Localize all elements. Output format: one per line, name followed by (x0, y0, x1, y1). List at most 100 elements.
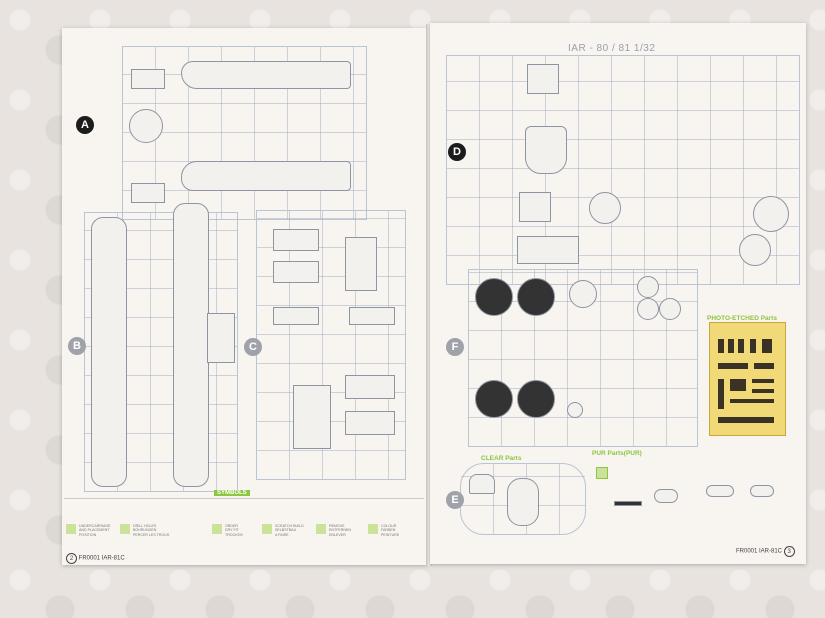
disc-part (589, 192, 621, 224)
page-footer-left: 2 FR0001 IAR-81C (66, 553, 125, 564)
engine-cylinder-part (517, 278, 555, 316)
flap-part (273, 229, 319, 251)
aileron-part (345, 411, 395, 435)
floor-part (517, 236, 579, 264)
symbol-line: BOHRUNGEN (133, 528, 157, 533)
wing-left (91, 217, 127, 487)
fuselage-half-top (181, 61, 351, 89)
symbol-line: SCRATCH BUILD (275, 524, 304, 528)
plane-assembly-icon (66, 524, 76, 534)
symbol-text: DRILL HOLES BOHRUNGEN PERCER LES TROUS (133, 524, 169, 537)
sprue-marker-b: B (68, 337, 86, 355)
page-number: 3 (783, 546, 795, 557)
tailplane (207, 313, 235, 363)
wheel-part (637, 298, 659, 320)
pur-part (614, 501, 642, 506)
symbol-line: TROCKEN (225, 532, 243, 537)
sprue-marker-c: C (244, 338, 262, 356)
gear-part (569, 280, 597, 308)
symbol-text: ORDER DRY FIT TROCKEN (225, 524, 243, 537)
ring-part (567, 402, 583, 418)
symbol-line: FARBEN (381, 528, 396, 533)
symbol-line: AND PLACEMENT (79, 528, 110, 533)
sprue-a-frame (122, 46, 367, 220)
bulkhead-part (525, 126, 567, 174)
kit-title: IAR - 80 / 81 1/32 (568, 43, 656, 54)
canopy-part (507, 478, 539, 526)
sprue-d-frame (446, 55, 800, 285)
symbol-line: SELBSTBAU (275, 528, 297, 533)
wheel-part (129, 109, 163, 143)
symbol-line: ORDER (225, 524, 238, 528)
sprue-marker-f: F (446, 338, 464, 356)
drill-hole-icon (120, 524, 130, 534)
sprue-marker-a: A (76, 116, 94, 134)
sprue-marker-e: E (446, 491, 464, 509)
remove-icon (316, 524, 326, 534)
instruction-page-right: IAR - 80 / 81 1/32 D F PHOTO-ETCHED Part… (430, 23, 806, 564)
symbol-item: UNDERCARRIAGE AND PLACEMENT POSITION (66, 524, 111, 537)
rudder-part (345, 237, 377, 291)
photo-etched-label: PHOTO-ETCHED Parts (707, 315, 777, 322)
symbol-line: UNDERCARRIAGE (79, 524, 111, 528)
legend-divider (64, 498, 424, 499)
symbols-header: SYMBOLS (214, 490, 250, 496)
pur-part (706, 485, 734, 497)
symbol-line: PEINTURE (381, 532, 400, 537)
photo-etched-fret (709, 322, 786, 436)
booklet-spine (426, 24, 432, 566)
pur-part (596, 467, 608, 479)
pur-part (654, 489, 678, 503)
engine-cylinder-part (517, 380, 555, 418)
symbol-line: REMOVE (329, 524, 345, 528)
page-footer-right: FR0001 IAR-81C 3 (736, 546, 795, 557)
symbol-item: REMOVE ENTFERNEN ENLEVER (316, 524, 351, 537)
disc-part (739, 234, 771, 266)
symbol-text: REMOVE ENTFERNEN ENLEVER (329, 524, 351, 537)
disc-part (753, 196, 789, 232)
symbol-item: DRILL HOLES BOHRUNGEN PERCER LES TROUS (120, 524, 169, 537)
sprue-e-frame (460, 463, 586, 535)
symbol-line: ENLEVER (329, 532, 346, 537)
page-number: 2 (66, 553, 77, 564)
instruction-page-left: A B C SYMBOLS UNDERCARRIAGE AND PLACEMEN… (62, 28, 428, 565)
sprue-marker-d: D (448, 143, 466, 161)
clear-parts-label: CLEAR Parts (481, 455, 522, 462)
symbol-item: SCRATCH BUILD SELBSTBAU A FAIRE (262, 524, 304, 537)
small-part (131, 69, 165, 89)
symbol-text: SCRATCH BUILD SELBSTBAU A FAIRE (275, 524, 304, 537)
sprue-c-frame (256, 210, 406, 480)
wheel-part (659, 298, 681, 320)
pur-part (750, 485, 774, 497)
flap-part (273, 307, 319, 325)
symbol-line: DRILL HOLES (133, 524, 157, 528)
symbol-item: ORDER DRY FIT TROCKEN (212, 524, 243, 537)
flap-part (349, 307, 395, 325)
sprue-f-frame (468, 269, 698, 447)
symbol-line: POSITION (79, 532, 97, 537)
sprue-b-frame (84, 203, 238, 492)
small-part (131, 183, 165, 203)
pur-parts-label: PUR Parts(PUR) (592, 450, 642, 457)
symbol-item: COLOUR FARBEN PEINTURE (368, 524, 399, 537)
flap-part (273, 261, 319, 283)
fuselage-half-bottom (181, 161, 351, 191)
wheel-part (637, 276, 659, 298)
paint-icon (368, 524, 378, 534)
symbol-line: DRY FIT (225, 528, 239, 533)
footer-code: FR0001 IAR-81C (78, 555, 125, 562)
scratch-build-icon (262, 524, 272, 534)
windscreen-part (469, 474, 495, 494)
symbol-line: A FAIRE (275, 532, 289, 537)
symbol-text: UNDERCARRIAGE AND PLACEMENT POSITION (79, 524, 111, 537)
wing-right (173, 203, 209, 487)
symbol-text: COLOUR FARBEN PEINTURE (381, 524, 399, 537)
engine-cylinder-part (475, 278, 513, 316)
seat-part (527, 64, 559, 94)
symbol-line: COLOUR (381, 524, 397, 528)
engine-cylinder-part (475, 380, 513, 418)
aileron-part (345, 375, 395, 399)
instrument-panel-part (519, 192, 551, 222)
symbol-line: PERCER LES TROUS (133, 532, 170, 537)
footer-code: FR0001 IAR-81C (736, 548, 783, 555)
